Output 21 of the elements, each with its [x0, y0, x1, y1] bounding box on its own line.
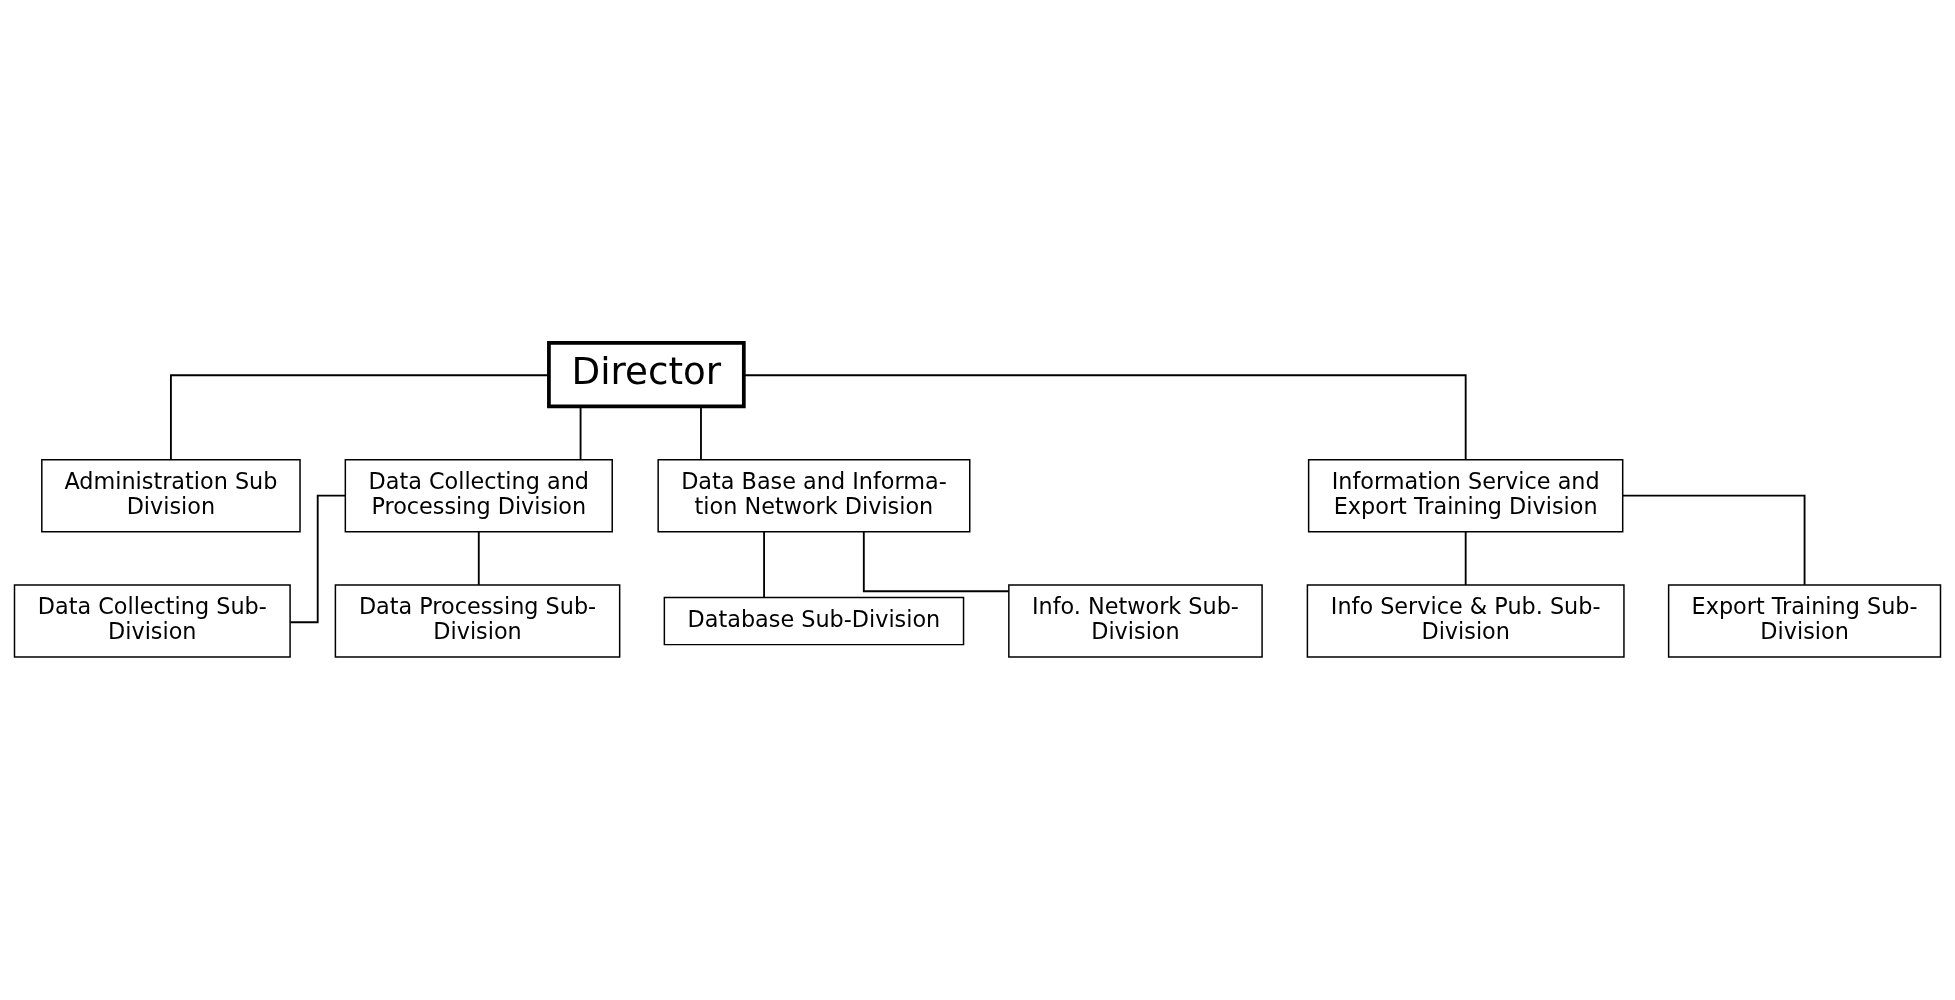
connector — [170, 374, 550, 461]
node-box: Info. Network Sub-Division — [1008, 584, 1263, 658]
connector — [289, 494, 346, 624]
connector — [1621, 494, 1806, 586]
connector — [862, 530, 1010, 593]
node-box: Database Sub-Division — [663, 596, 965, 646]
connector — [477, 531, 480, 586]
node-box: Director — [547, 341, 746, 409]
connector — [700, 405, 702, 461]
node-box: Data Base and Informa- tion Network Division — [657, 458, 971, 533]
node-box: Data Processing Sub-Division — [334, 584, 621, 658]
node-box: Export Training Sub-Division — [1667, 584, 1942, 658]
node-box: Data Collecting and Processing Division — [344, 458, 613, 533]
connector — [579, 405, 582, 461]
node-box: Info Service & Pub. Sub-Division — [1306, 584, 1625, 658]
node-box: Information Service and Export Training Division — [1307, 458, 1624, 533]
connector — [743, 374, 1467, 461]
connector — [763, 531, 765, 599]
node-box: Administration Sub Division — [41, 458, 301, 533]
connector — [1464, 531, 1467, 586]
node-box: Data Collecting Sub-Division — [13, 584, 291, 658]
